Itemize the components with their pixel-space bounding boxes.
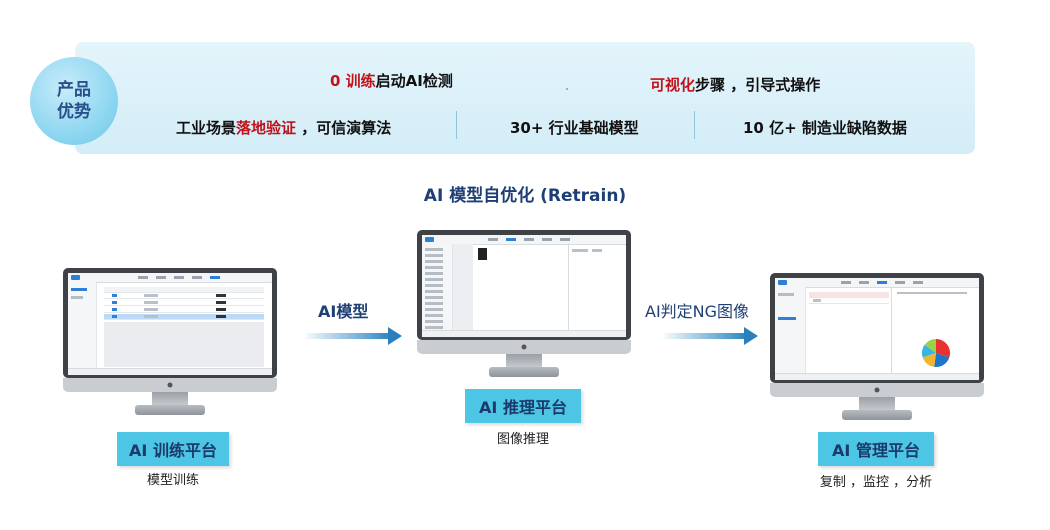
feature-base-models: 30+ 行业基础模型 — [510, 117, 639, 138]
banner-dot — [566, 88, 568, 90]
arrow-training-to-inference — [306, 327, 402, 345]
retrain-title: AI 模型自优化 (Retrain) — [423, 186, 627, 206]
app-logo — [71, 275, 80, 280]
feature-text: 步骤 ，引导式操作 — [695, 76, 821, 94]
feature-text: 10 亿+ 制造业缺陷数据 — [743, 119, 907, 137]
feature-text: 30+ 行业基础模型 — [510, 119, 639, 137]
badge-line-2: 优势 — [57, 102, 91, 122]
arrow-label-ng-images: AI判定NG图像 — [645, 302, 750, 321]
feature-highlight: 可视化 — [650, 76, 696, 94]
banner-divider — [694, 111, 695, 139]
feature-zero-training: 0 训练启动AI检测 — [330, 70, 453, 91]
management-screen — [775, 278, 979, 380]
management-platform-caption: 复制 ，监控 ，分析 — [819, 475, 933, 490]
feature-text-pre: 工业场景 — [176, 119, 237, 137]
pie-slice-4 — [924, 339, 936, 353]
feature-highlight: 0 训练 — [330, 72, 376, 90]
training-platform-caption: 模型训练 — [146, 473, 199, 488]
advantages-banner — [75, 42, 975, 154]
pie-slice-1 — [934, 353, 950, 367]
arrow-inference-to-management — [664, 327, 760, 345]
feature-visual-steps: 可视化步骤 ，引导式操作 — [650, 74, 820, 95]
inference-platform-label: AI 推理平台 — [465, 389, 581, 423]
app-logo — [425, 237, 434, 242]
image-thumbnail[interactable] — [478, 248, 487, 260]
inference-screen — [422, 235, 626, 337]
pie-slice-3 — [922, 344, 936, 358]
pie-slice-0 — [936, 339, 950, 358]
feature-text: ，可信演算法 — [296, 119, 392, 137]
inference-platform-caption: 图像推理 — [496, 432, 549, 447]
management-platform-label: AI 管理平台 — [818, 432, 934, 466]
training-platform-label: AI 训练平台 — [117, 432, 229, 466]
feature-industrial-validation: 工业场景落地验证 ，可信演算法 — [176, 117, 391, 138]
app-logo — [778, 280, 787, 285]
pie-slice-2 — [922, 353, 936, 367]
feature-highlight: 落地验证 — [236, 119, 297, 137]
training-monitor — [63, 268, 277, 418]
product-advantage-badge: 产品 优势 — [30, 57, 118, 145]
arrow-label-ai-model: AI模型 — [318, 302, 369, 321]
banner-divider — [456, 111, 457, 139]
inference-monitor — [417, 230, 631, 380]
feature-defect-data: 10 亿+ 制造业缺陷数据 — [743, 117, 907, 138]
defect-pie-chart — [922, 339, 950, 367]
feature-text: 启动AI检测 — [375, 72, 453, 90]
management-monitor — [770, 273, 984, 423]
training-screen — [68, 273, 272, 375]
badge-line-1: 产品 — [57, 80, 91, 100]
